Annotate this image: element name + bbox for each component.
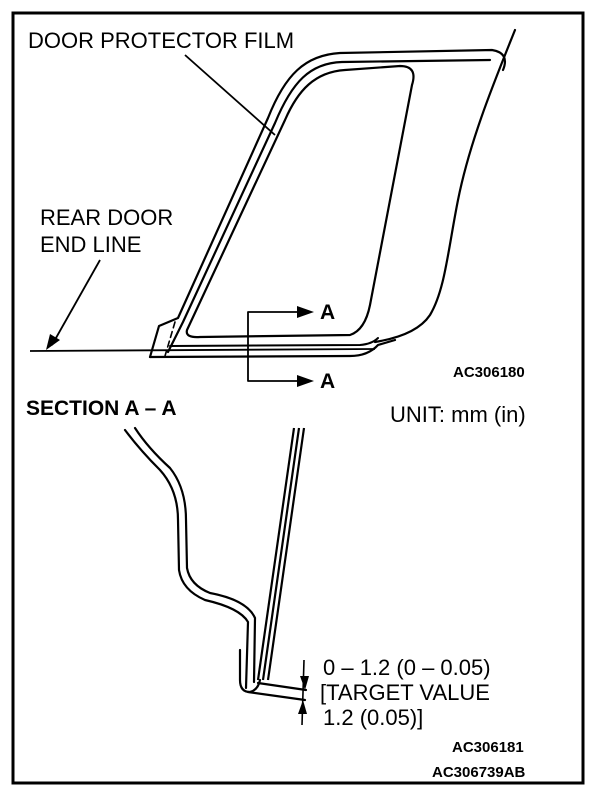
door-panel-section bbox=[123, 428, 250, 690]
section-title: SECTION A – A bbox=[26, 397, 177, 420]
dimension-line bbox=[301, 659, 305, 726]
glass-line-inner bbox=[266, 427, 306, 681]
section-cut-line bbox=[247, 306, 314, 387]
label-section-marker-bottom: A bbox=[320, 370, 335, 393]
unit-label: UNIT: mm (in) bbox=[390, 402, 526, 427]
figure-code-bottom: AC306181 bbox=[452, 739, 524, 756]
film-bottom-edge-inner bbox=[169, 337, 379, 347]
glass-line-outer bbox=[256, 427, 296, 681]
film-outer-outline-inner bbox=[166, 58, 492, 354]
rear-door-end-line-leader bbox=[51, 259, 101, 346]
film-bottom-edge bbox=[148, 338, 397, 359]
section-arrow-top bbox=[297, 306, 314, 318]
label-end-line: END LINE bbox=[40, 232, 141, 257]
label-door-protector-film: DOOR PROTECTOR FILM bbox=[28, 28, 294, 53]
dimension-range-label: 0 – 1.2 (0 – 0.05) bbox=[323, 655, 491, 680]
diagram-frame bbox=[11, 11, 585, 785]
hem-fold bbox=[238, 648, 262, 694]
glass-line-mid bbox=[261, 427, 301, 681]
door-protector-film-leader bbox=[184, 54, 276, 136]
document-code: AC306739AB bbox=[432, 764, 526, 781]
rear-door-end-line bbox=[29, 348, 376, 352]
hem-fold-bottom bbox=[246, 690, 307, 702]
window-opening-outline bbox=[185, 64, 415, 339]
dimension-target-label: [TARGET VALUE bbox=[320, 680, 490, 705]
figure-code-top: AC306180 bbox=[453, 364, 525, 381]
section-view: SECTION A – A UNIT: mm (in) 0 – 1.2 (0 –… bbox=[26, 397, 526, 781]
top-view: DOOR PROTECTOR FILM REAR DOOR END LINE A… bbox=[28, 28, 525, 393]
dimension-arrow-top bbox=[300, 676, 309, 690]
door-panel-section-inner bbox=[133, 426, 257, 684]
section-arrow-bottom bbox=[297, 375, 314, 387]
hem-fold-top bbox=[256, 681, 308, 692]
rear-door-end-line-arrowhead bbox=[46, 334, 60, 350]
label-section-marker-top: A bbox=[320, 301, 335, 324]
door-rear-edge bbox=[373, 28, 517, 344]
label-rear-door: REAR DOOR bbox=[40, 205, 173, 230]
dimension-arrow-bottom bbox=[298, 700, 307, 714]
dimension-target-value: 1.2 (0.05)] bbox=[323, 705, 423, 730]
